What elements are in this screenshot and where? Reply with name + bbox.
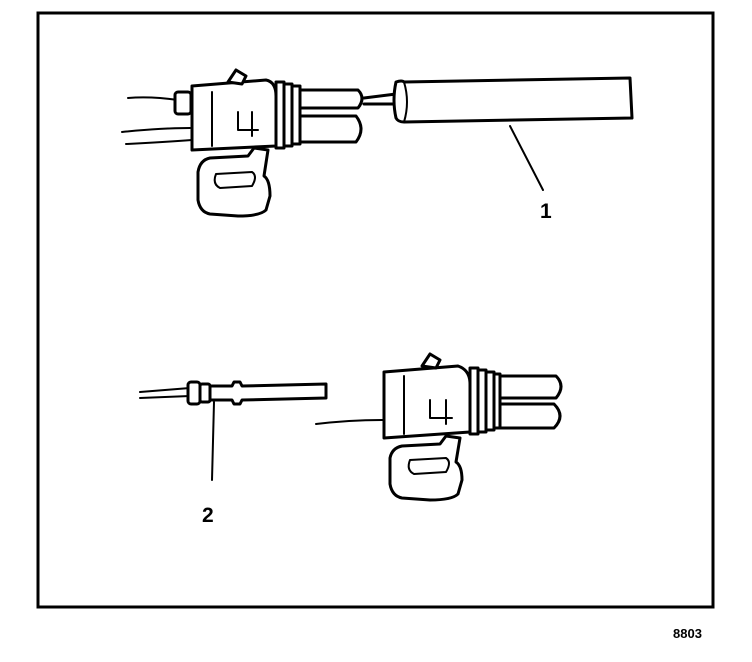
released-terminal [139, 380, 328, 406]
callout-2-leader [211, 401, 215, 481]
callout-1-leader [509, 125, 544, 191]
callout-1-label: 1 [540, 200, 552, 223]
diagram-frame [36, 11, 715, 609]
figure-number: 8803 [673, 626, 702, 641]
connector-body-bottom [315, 352, 563, 502]
callout-2-label: 2 [202, 504, 214, 527]
connector-assembly-top [121, 68, 364, 218]
terminal-removal-tool [362, 76, 634, 124]
